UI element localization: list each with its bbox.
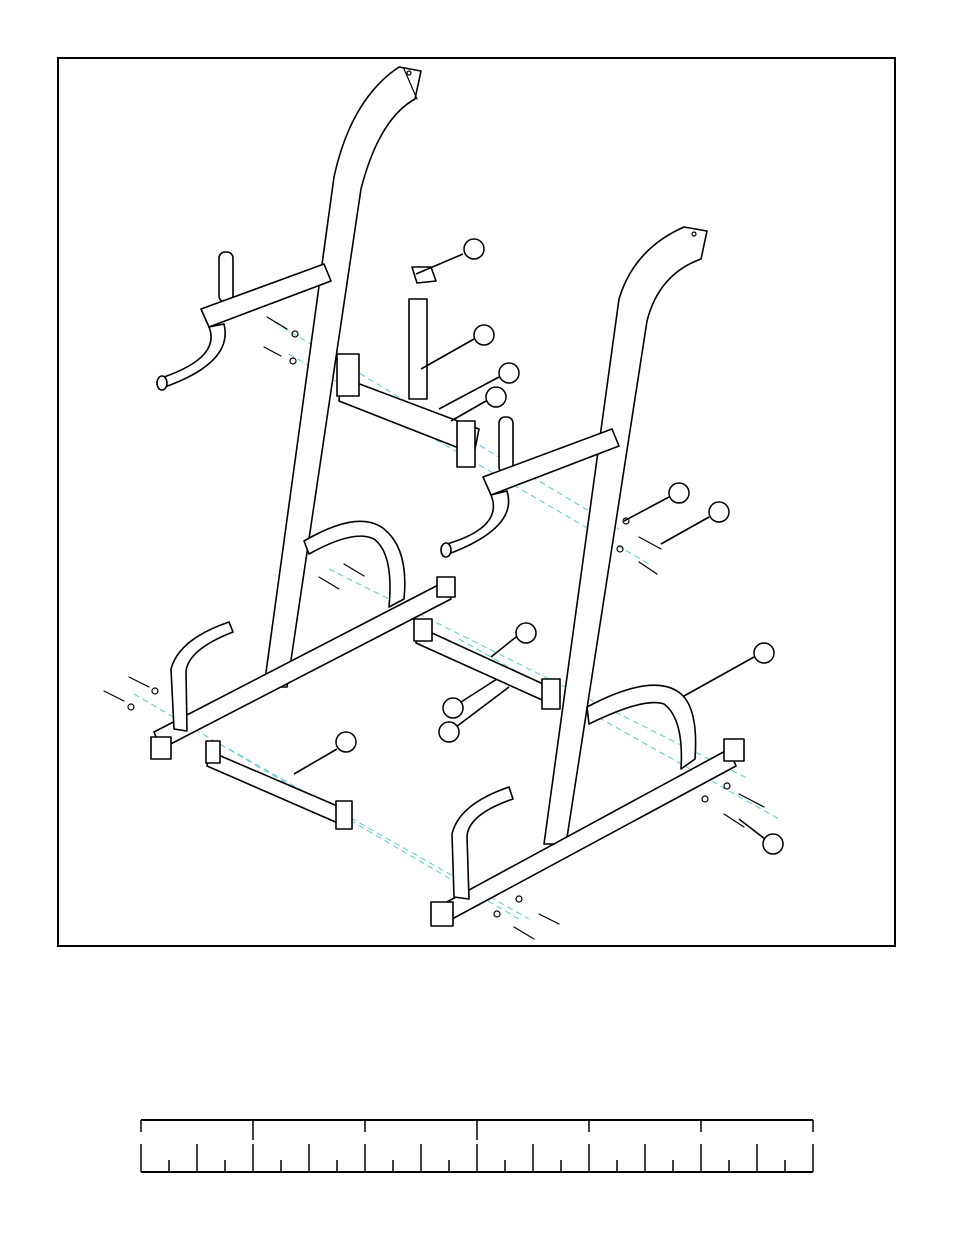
ruler-graphic: [138, 1112, 818, 1176]
callout-12: [763, 834, 783, 854]
callout-2: [474, 325, 494, 345]
callout-8: [754, 643, 774, 663]
middle-crossbar: [414, 619, 560, 709]
assembly-figure-frame: .st { stroke: #000; stroke-width: 1.6; f…: [57, 57, 896, 947]
callout-1: [464, 239, 484, 259]
bolts-and-washers: [104, 317, 764, 939]
callout-11: [336, 732, 356, 752]
front-base-rail: [151, 577, 455, 759]
callout-5: [669, 483, 689, 503]
rear-base-rail: [431, 739, 744, 926]
scale-ruler: [138, 1112, 818, 1176]
assembly-diagram: .st { stroke: #000; stroke-width: 1.6; f…: [59, 59, 894, 945]
callout-3: [499, 363, 519, 383]
center-post-assembly: [337, 267, 479, 467]
callout-4: [486, 387, 506, 407]
callout-6: [709, 502, 729, 522]
callout-9: [443, 698, 463, 718]
front-crossbar: [206, 741, 352, 829]
callout-7: [516, 623, 536, 643]
callout-10: [439, 722, 459, 742]
left-dip-handle: [157, 252, 331, 390]
